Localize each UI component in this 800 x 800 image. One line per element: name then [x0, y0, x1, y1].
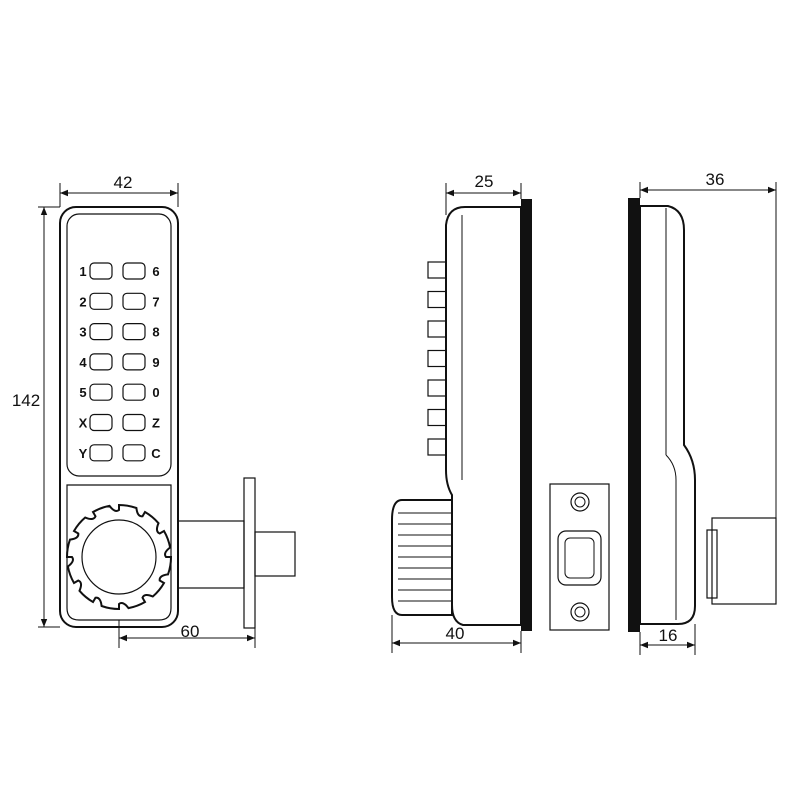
key-label: 2 [79, 294, 86, 309]
back-body [639, 205, 696, 625]
strike-plate-outline [549, 483, 610, 631]
side-door-plate [521, 199, 532, 631]
key-button-x[interactable] [89, 413, 113, 432]
dim-side-depth-total: 40 [446, 624, 465, 643]
keypad-panel [66, 213, 172, 477]
latch-spindle [177, 520, 245, 589]
front-view [59, 206, 296, 629]
dim-back-depth: 36 [706, 170, 725, 189]
side-button [427, 320, 447, 338]
key-label: Z [152, 416, 160, 431]
dim-front-height: 142 [12, 391, 40, 410]
key-label: 1 [79, 264, 86, 279]
knob-inner [81, 519, 157, 595]
side-button [427, 261, 447, 279]
strike-screw-bottom-inner [574, 606, 586, 618]
dim-front-width: 42 [114, 173, 133, 192]
key-button-4[interactable] [89, 353, 113, 371]
strike-hole-inner [564, 537, 595, 579]
key-button-0[interactable] [122, 383, 146, 401]
side-button [427, 408, 447, 427]
back-view [628, 198, 777, 632]
key-button-6[interactable] [122, 262, 146, 280]
key-label: Y [79, 446, 88, 461]
strike-hole [557, 530, 602, 586]
strike-plate [549, 483, 610, 631]
back-latch [711, 517, 777, 605]
side-button [427, 379, 447, 397]
key-label: 6 [152, 264, 159, 279]
key-label: 7 [152, 294, 159, 309]
dim-front-backset: 60 [181, 622, 200, 641]
key-label: 5 [79, 385, 86, 400]
side-button [427, 349, 447, 368]
keypad-buttons [89, 262, 146, 462]
side-view [391, 199, 532, 631]
key-label: 9 [152, 355, 159, 370]
side-button [427, 290, 447, 309]
knob-housing [66, 484, 172, 621]
key-button-y[interactable] [89, 444, 113, 462]
key-button-9[interactable] [122, 353, 146, 371]
key-button-c[interactable] [122, 444, 146, 462]
side-knob [391, 499, 453, 616]
dim-back-plate: 16 [659, 626, 678, 645]
strike-screw-bottom [570, 602, 590, 622]
dimension-lines [38, 182, 777, 655]
dimension-labels: 42 142 60 25 40 36 16 [12, 170, 725, 645]
key-button-7[interactable] [122, 292, 146, 310]
latch-bolt [254, 531, 296, 577]
latch-faceplate [243, 477, 256, 629]
key-label: 3 [79, 325, 86, 340]
key-label: C [151, 446, 161, 461]
side-body [445, 206, 522, 626]
key-button-z[interactable] [122, 413, 146, 432]
key-button-8[interactable] [122, 323, 146, 341]
strike-screw-top [570, 492, 590, 512]
key-button-1[interactable] [89, 262, 113, 280]
strike-screw-top-inner [574, 496, 586, 508]
key-label: X [79, 416, 88, 431]
back-door-plate [628, 198, 640, 632]
side-buttons [427, 261, 447, 456]
side-button [427, 438, 447, 456]
key-button-2[interactable] [89, 292, 113, 310]
key-button-5[interactable] [89, 383, 113, 401]
key-label: 4 [79, 355, 87, 370]
key-label: 0 [152, 385, 159, 400]
knob[interactable] [65, 503, 173, 611]
keypad-labels: 1 2 3 4 5XY 6 7 8 9 0ZC [79, 264, 162, 461]
back-body-curve [665, 454, 677, 620]
key-button-3[interactable] [89, 323, 113, 341]
key-label: 8 [152, 325, 159, 340]
dim-side-depth-top: 25 [475, 172, 494, 191]
